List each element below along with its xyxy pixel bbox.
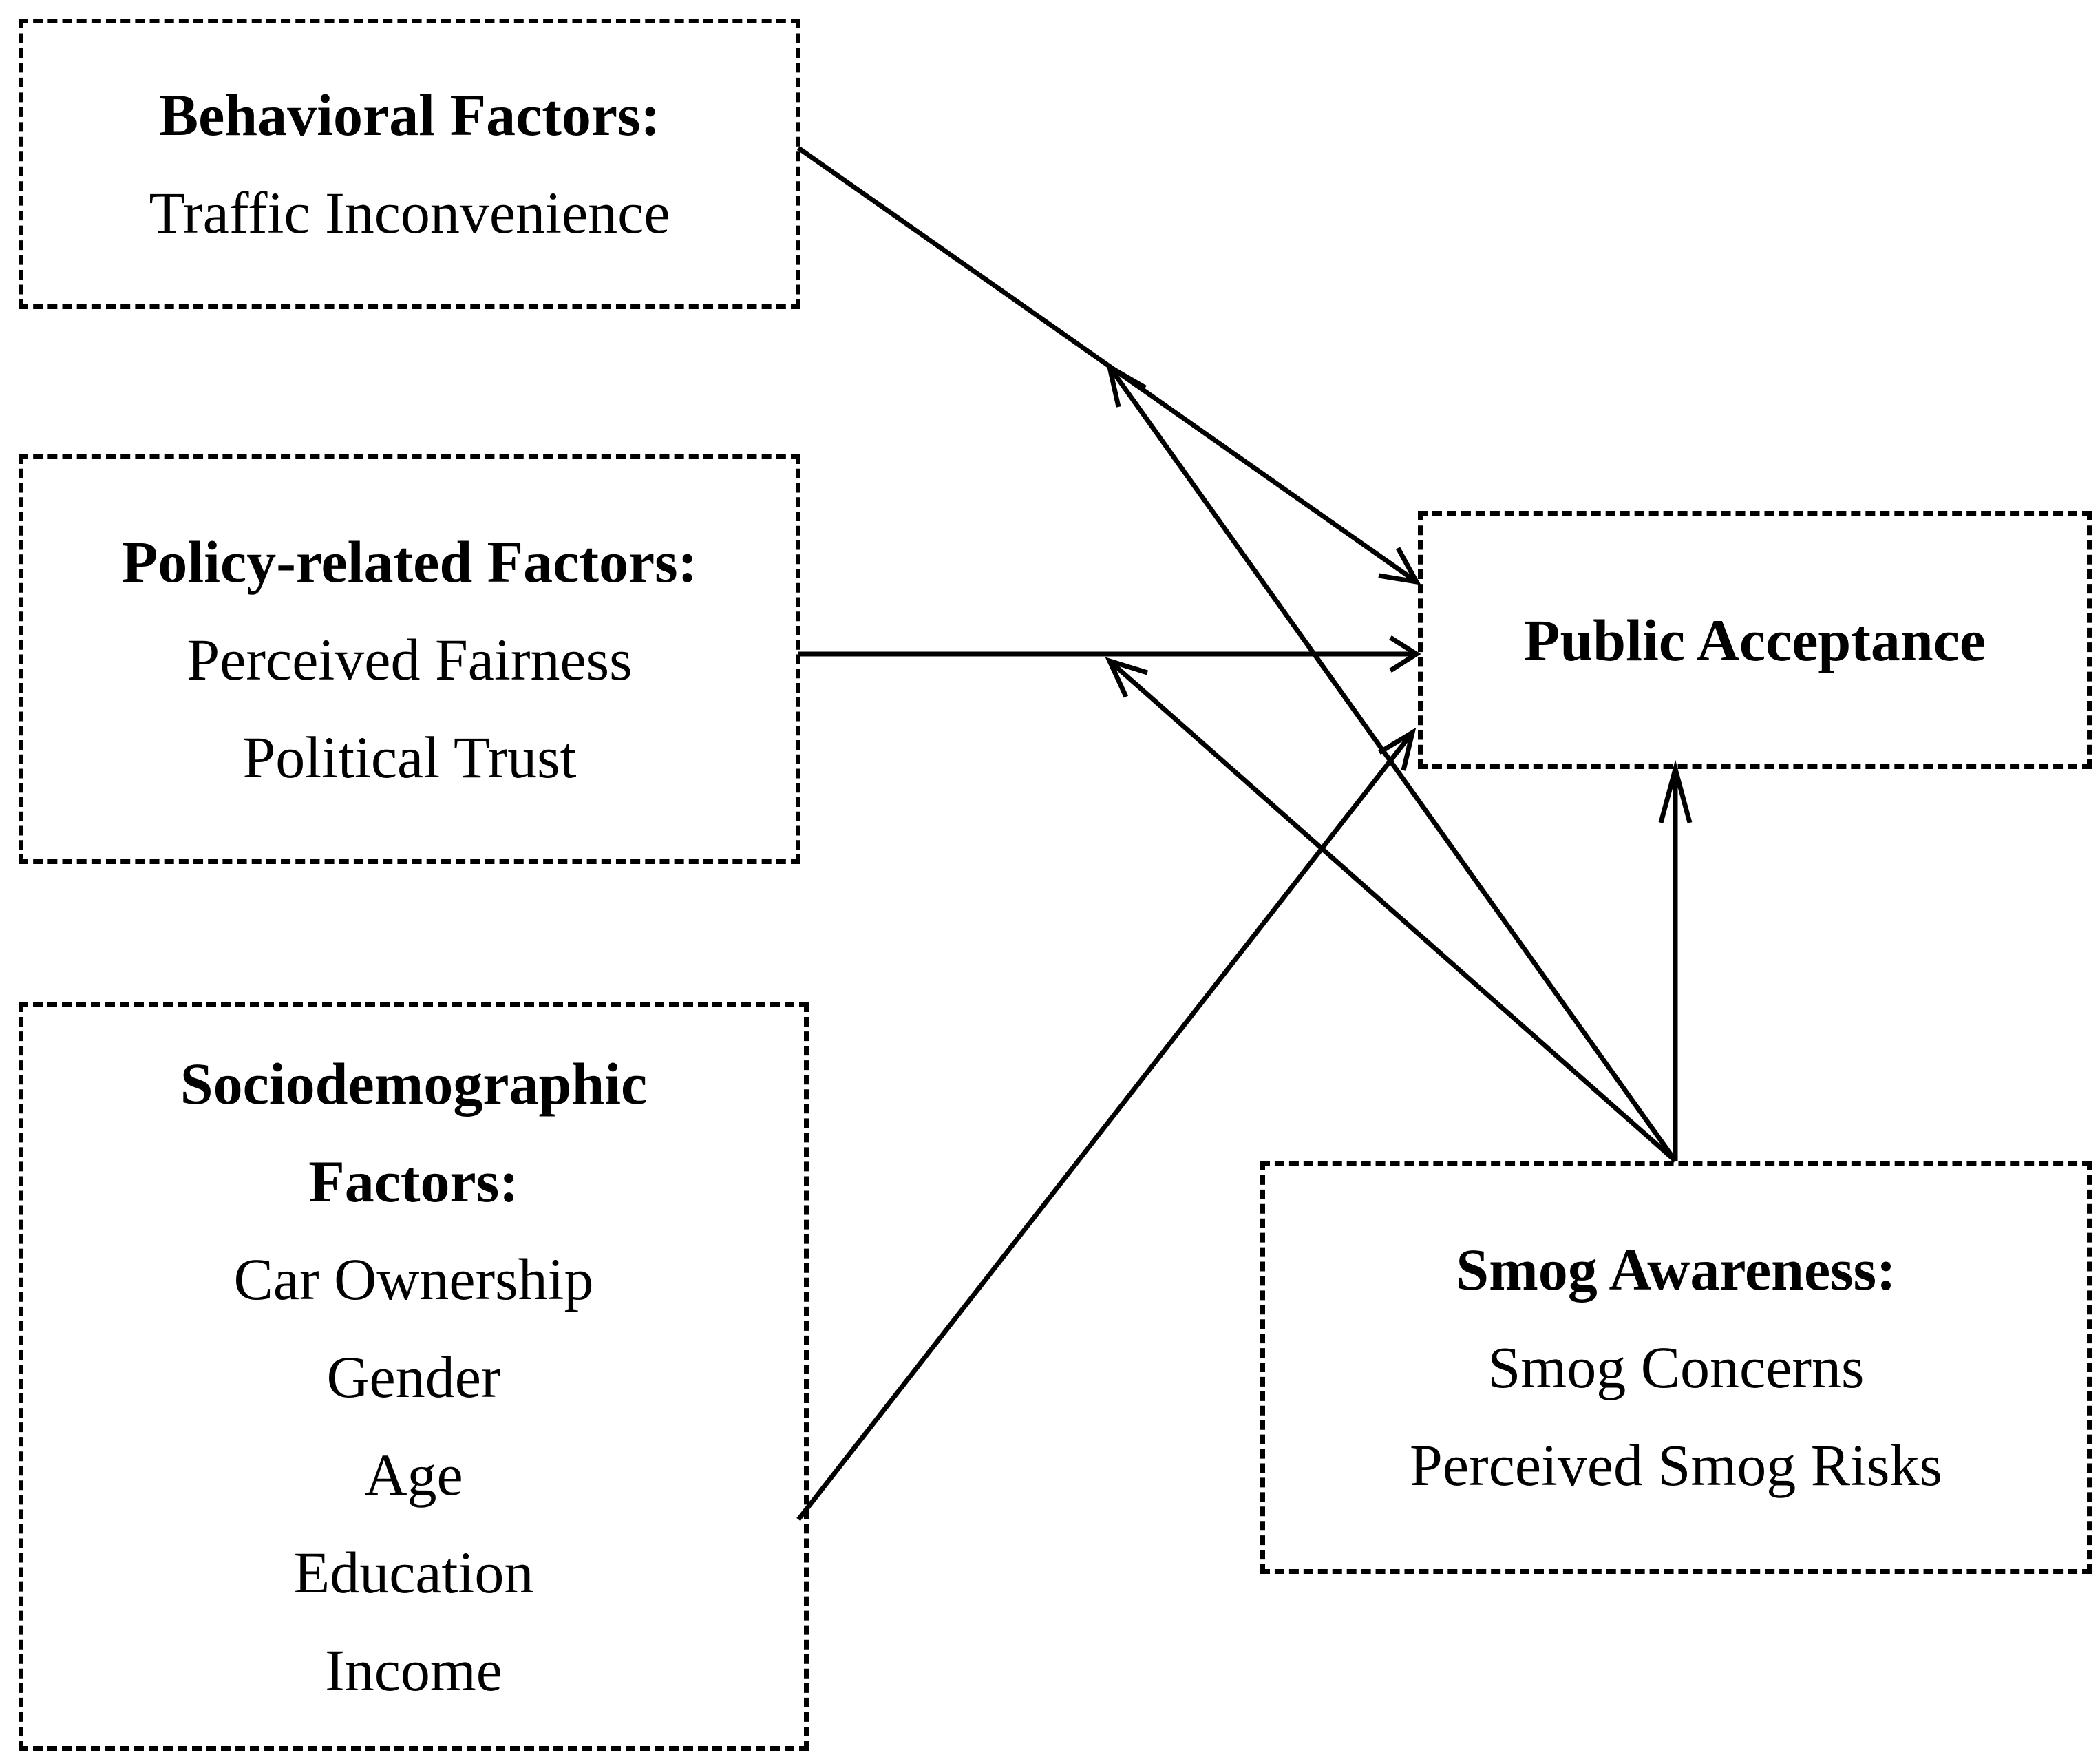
education-label: Education — [293, 1539, 534, 1606]
arrowhead-behavioral-to-public — [1378, 547, 1421, 585]
smog-awareness-title: Smog Awareness: — [1456, 1237, 1896, 1303]
public-acceptance-box: Public Acceptance — [1418, 511, 2092, 769]
arrowhead-smog-to-public — [1658, 759, 1693, 823]
behavioral-factors-title: Behavioral Factors: — [158, 82, 661, 148]
policy-related-factors-box: Policy-related Factors: Perceived Fairne… — [19, 454, 800, 864]
arrow-smog-moderates-behavioral — [1107, 365, 1677, 1163]
arrowhead-socio-to-public — [1378, 727, 1417, 771]
perceived-fairness-label: Perceived Fairness — [187, 626, 633, 693]
arrowhead-smog-moderates-policy — [1105, 657, 1149, 698]
policy-related-factors-title: Policy-related Factors: — [121, 528, 698, 595]
perceived-smog-risks-label: Perceived Smog Risks — [1410, 1432, 1942, 1498]
public-acceptance-title: Public Acceptance — [1523, 607, 1986, 673]
income-label: Income — [325, 1637, 502, 1703]
age-label: Age — [364, 1441, 463, 1508]
smog-awareness-box: Smog Awareness: Smog Concerns Perceived … — [1260, 1161, 2092, 1574]
behavioral-factors-box: Behavioral Factors: Traffic Inconvenienc… — [19, 19, 800, 309]
car-ownership-label: Car Ownership — [233, 1245, 594, 1312]
arrow-smog-moderates-policy — [1107, 659, 1677, 1163]
arrowhead-policy-to-public — [1389, 635, 1421, 673]
sociodemographic-factors-box: Sociodemographic Factors: Car Ownership … — [19, 1002, 809, 1751]
arrow-socio-to-public — [796, 730, 1414, 1522]
gender-label: Gender — [326, 1343, 501, 1410]
sociodemographic-factors-title: Sociodemographic Factors: — [180, 1050, 648, 1214]
traffic-inconvenience-label: Traffic Inconvenience — [149, 180, 670, 246]
political-trust-label: Political Trust — [242, 724, 577, 790]
smog-concerns-label: Smog Concerns — [1487, 1334, 1865, 1400]
arrowhead-smog-moderates-behavioral — [1105, 361, 1147, 408]
